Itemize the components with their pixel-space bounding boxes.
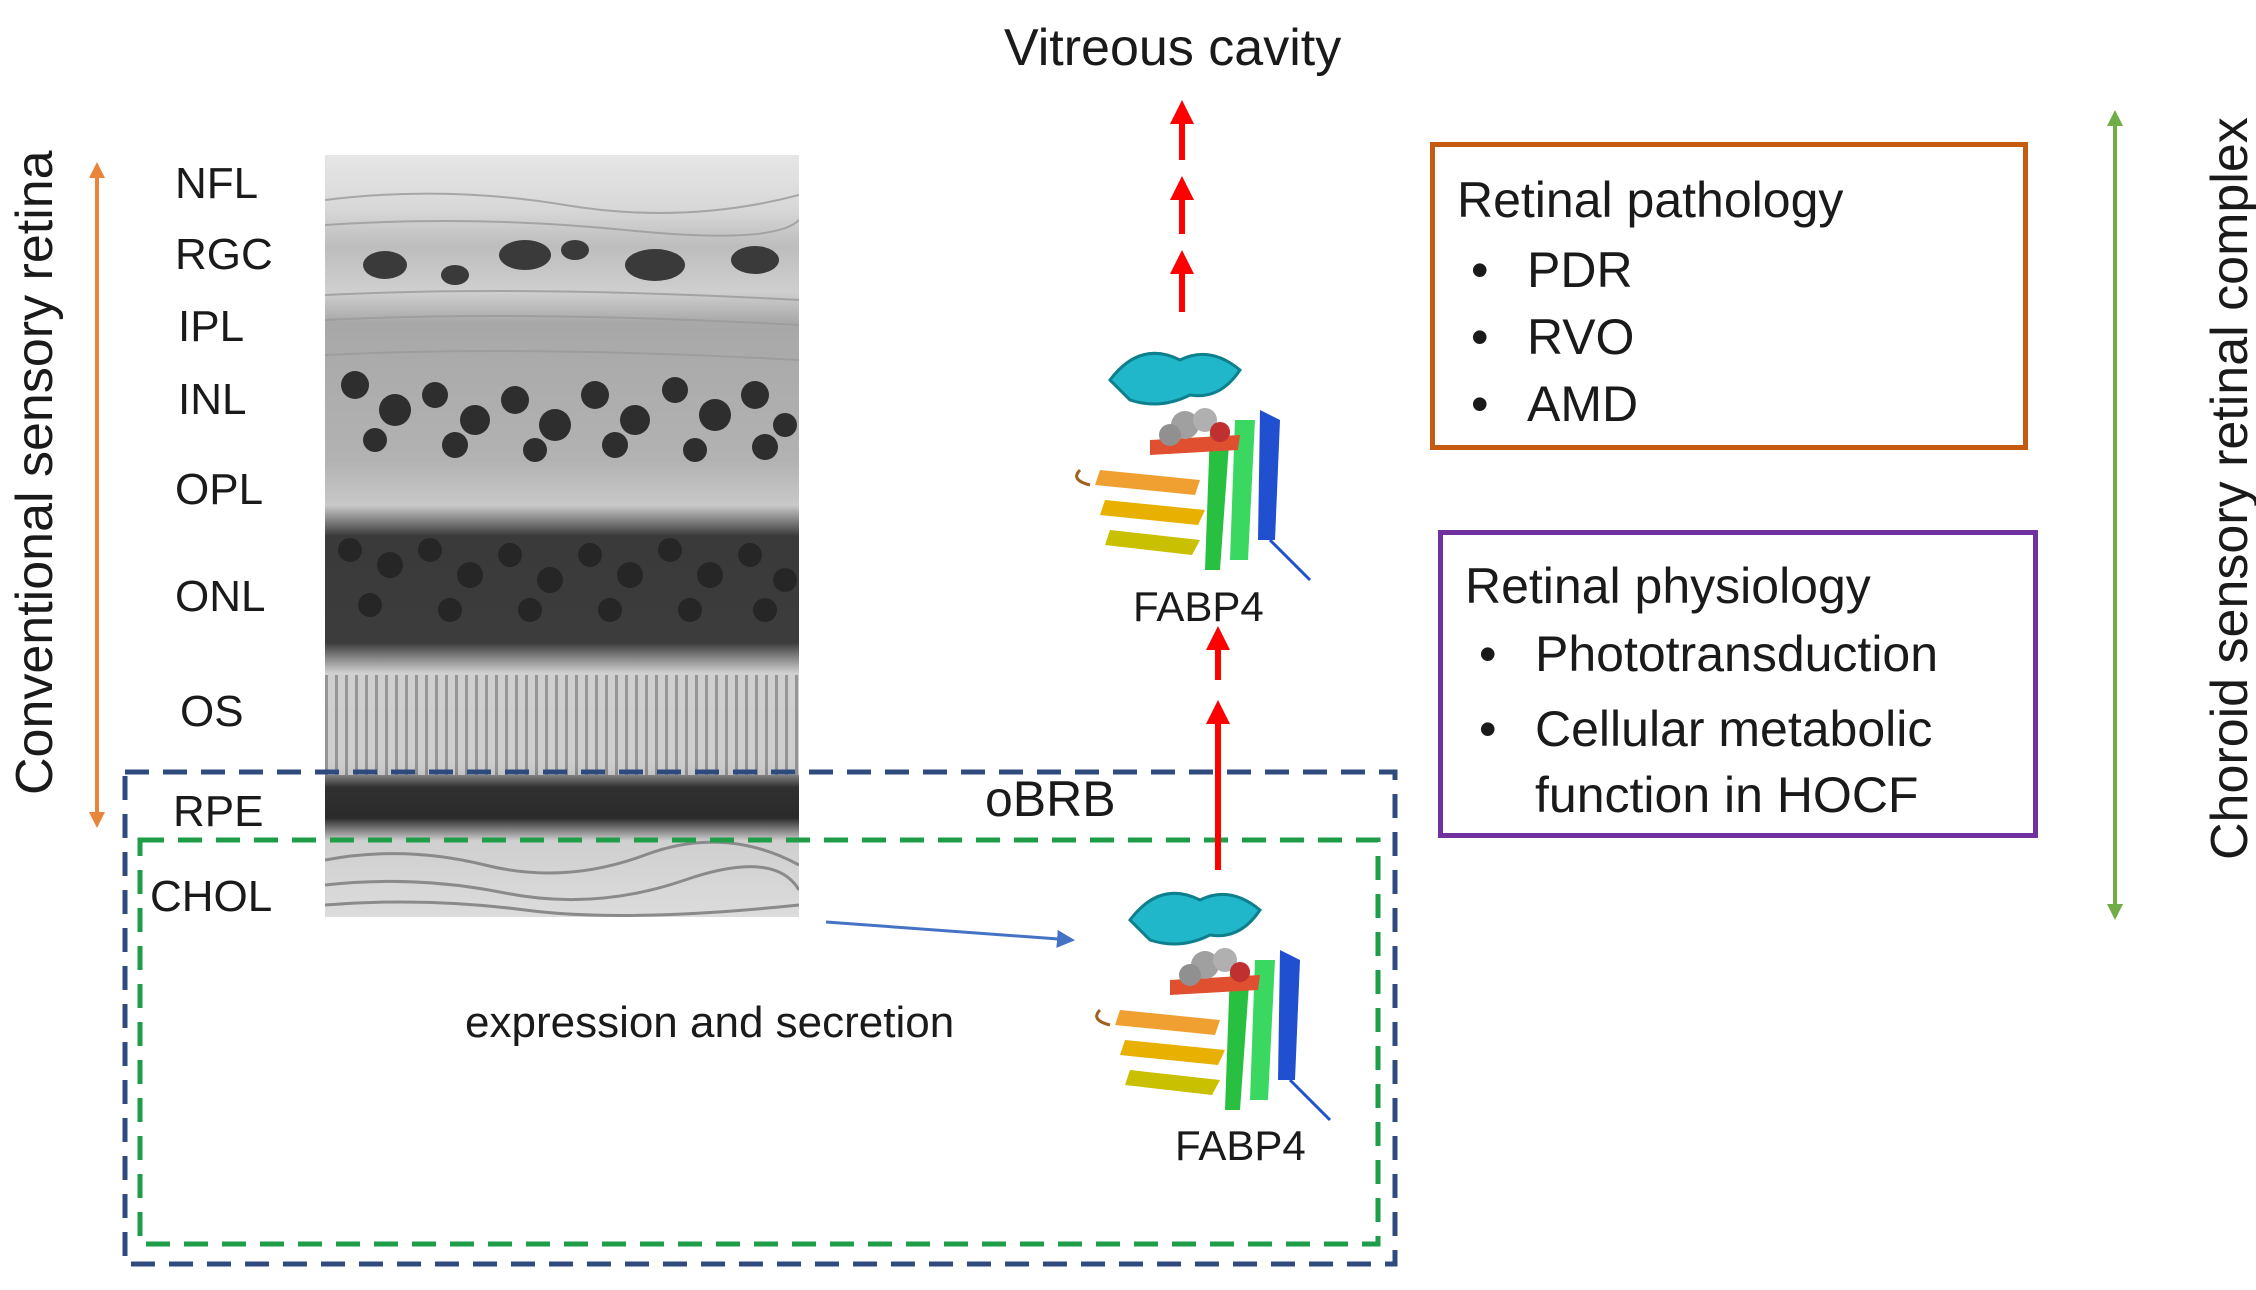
physiology-item: • Cellular metabolic function in HOCF — [1465, 696, 2033, 828]
layer-label-opl: OPL — [175, 465, 264, 514]
retinal-physiology-box: Retinal physiology • Phototransduction • C… — [1438, 530, 2038, 838]
expression-arrow — [825, 920, 1075, 948]
retinal-physiology-heading: Retinal physiology — [1465, 558, 1871, 614]
fabp4-top-label: FABP4 — [1133, 583, 1264, 630]
fabp4-protein-bottom-icon — [1095, 891, 1332, 1122]
pathology-item-text: RVO — [1527, 309, 1635, 365]
inner-green-boundary-box — [137, 837, 1381, 1247]
bullet-glyph: • — [1479, 701, 1497, 757]
expression-secretion-label: expression and secretion — [465, 998, 955, 1047]
bullet-glyph: • — [1471, 376, 1489, 432]
layer-label-os: OS — [180, 687, 244, 736]
layer-label-onl: ONL — [175, 572, 266, 621]
retinal-pathology-box: Retinal pathology • PDR • RVO • AMD — [1430, 142, 2028, 450]
choroid-sensory-retinal-complex-label: Choroid sensory retinal complex — [2201, 117, 2256, 860]
bullet-glyph: • — [1471, 309, 1489, 365]
pathology-item: • AMD — [1457, 379, 2023, 429]
pathology-item: • PDR — [1457, 245, 2023, 295]
obrb-label: oBRB — [985, 771, 1116, 827]
layer-label-rgc: RGC — [175, 230, 273, 279]
physiology-item: • Phototransduction — [1465, 629, 2033, 679]
fabp4-bottom-label: FABP4 — [1175, 1122, 1306, 1169]
obrb-boundary-box — [122, 769, 1398, 1267]
retinal-physiology-list: • Phototransduction • Cellular metabolic f… — [1465, 629, 2033, 828]
layer-label-rpe: RPE — [173, 787, 264, 836]
layer-label-inl: INL — [178, 375, 247, 424]
physiology-item-text: Cellular metabolic function in HOCF — [1535, 701, 1933, 823]
histology-svg — [325, 155, 799, 917]
physiology-item-text: Phototransduction — [1535, 626, 1939, 682]
retinal-pathology-heading: Retinal pathology — [1457, 172, 1844, 228]
fabp4-protein-top-icon — [1075, 351, 1312, 582]
vitreous-cavity-label: Vitreous cavity — [1004, 19, 1342, 77]
layer-label-nfl: NFL — [175, 159, 259, 208]
retina-histology-image — [325, 155, 799, 917]
pathology-item-text: AMD — [1527, 376, 1639, 432]
pathology-item-text: PDR — [1527, 242, 1633, 298]
bullet-glyph: • — [1471, 242, 1489, 298]
pathology-item: • RVO — [1457, 312, 2023, 362]
layer-label-chol: CHOL — [150, 872, 273, 921]
conventional-sensory-retina-label: Conventional sensory retina — [6, 150, 64, 795]
bullet-glyph: • — [1479, 626, 1497, 682]
retinal-pathology-list: • PDR • RVO • AMD — [1457, 245, 2023, 429]
layer-label-ipl: IPL — [178, 302, 245, 351]
